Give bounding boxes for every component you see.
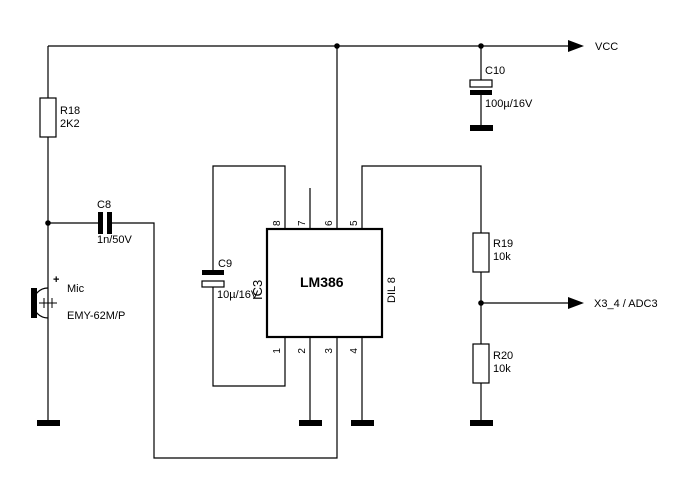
wire-c8-to-pin3 xyxy=(112,222,338,459)
ic3-body xyxy=(265,227,384,339)
adc-label: X3_4 / ADC3 xyxy=(594,298,658,310)
c8-ref: C8 xyxy=(97,199,111,211)
r19-ref: R19 xyxy=(493,238,513,250)
ground-icon xyxy=(351,420,374,426)
vcc-arrow-icon xyxy=(568,40,584,52)
pin-label-5: 5 xyxy=(349,220,360,226)
r20-ref: R20 xyxy=(493,350,513,362)
r19-value: 10k xyxy=(493,251,511,263)
c10-plate-pos xyxy=(469,79,493,88)
ground-icon xyxy=(299,420,322,426)
mic-polarity: + xyxy=(53,274,59,286)
r20-value: 10k xyxy=(493,363,511,375)
ground-icon xyxy=(470,125,493,131)
ic3-part: LM386 xyxy=(300,274,344,290)
r18-ref: R18 xyxy=(60,105,80,117)
c8-value: 1n/50V xyxy=(97,234,133,246)
mic-value: EMY-62M/P xyxy=(67,310,125,322)
c9-plate-neg xyxy=(201,280,225,288)
wire-c9-bottom xyxy=(212,287,286,387)
pin-label-3: 3 xyxy=(324,348,335,354)
c9-plate-pos xyxy=(202,270,224,275)
c10-plate-neg xyxy=(470,90,492,95)
adc-arrow-icon xyxy=(568,297,584,309)
pin-label-6: 6 xyxy=(324,220,335,226)
r18-body xyxy=(39,97,57,138)
wire-c9-top xyxy=(212,165,286,270)
c8-plate-left xyxy=(98,212,103,234)
r19-body xyxy=(472,232,490,273)
vcc-label: VCC xyxy=(595,41,618,53)
c8-plate-right xyxy=(107,212,112,234)
pin-label-7: 7 xyxy=(297,220,308,226)
c10-value: 100µ/16V xyxy=(485,98,533,110)
ground-icon xyxy=(37,420,60,426)
microphone-symbol xyxy=(31,280,57,420)
mic-ref: Mic xyxy=(67,283,85,295)
pin-label-1: 1 xyxy=(272,348,283,354)
c9-value: 10µ/16V xyxy=(217,289,259,301)
pin-label-8: 8 xyxy=(272,220,283,226)
ic3-package: DIL 8 xyxy=(386,277,398,303)
pin-label-2: 2 xyxy=(297,348,308,354)
c9-ref: C9 xyxy=(218,258,232,270)
r18-value: 2K2 xyxy=(60,118,80,130)
ic3-ref: IC3 xyxy=(250,280,265,300)
ground-icon xyxy=(470,420,493,426)
c10-ref: C10 xyxy=(485,65,505,77)
pin-5-wire xyxy=(361,165,482,233)
pin-label-4: 4 xyxy=(349,348,360,354)
r20-body xyxy=(472,343,490,384)
